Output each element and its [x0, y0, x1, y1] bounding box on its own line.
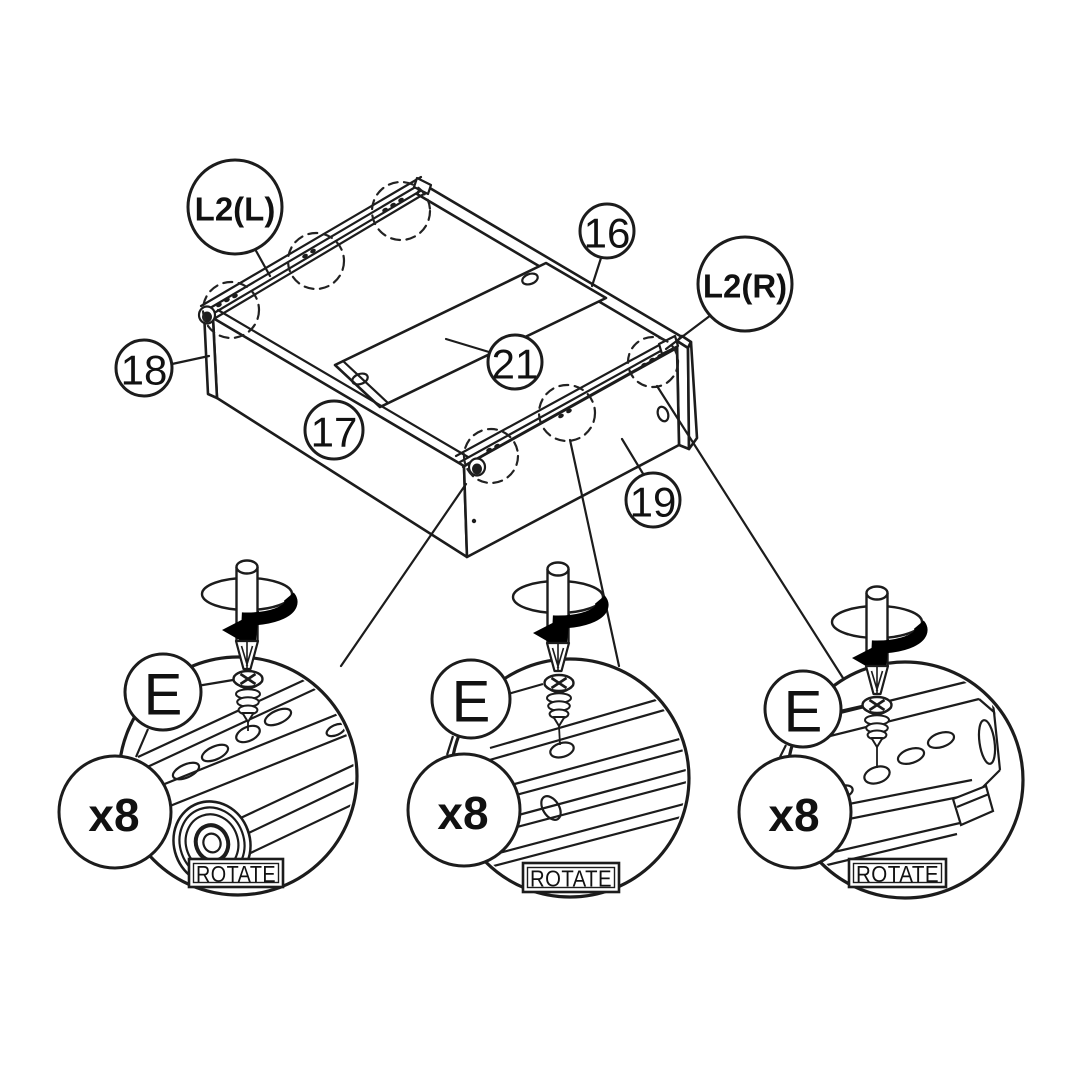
leader-line	[779, 744, 787, 758]
quantity-badge: x8	[737, 754, 853, 870]
leader-line	[590, 256, 603, 288]
leader-line	[620, 437, 647, 479]
quantity-label: x8	[88, 789, 139, 841]
leader-line	[196, 678, 234, 688]
screw-position-marker	[370, 180, 432, 242]
rail-slot	[540, 795, 562, 821]
detail-view-3: ROTATE E x8	[737, 585, 1025, 900]
rail-end-bracket	[657, 334, 680, 356]
screw-position-marker	[537, 383, 597, 443]
rail-slot	[263, 707, 293, 727]
bottom-panel-hole	[521, 272, 539, 286]
screwdriver-icon	[511, 561, 609, 746]
rotate-label: ROTATE	[530, 866, 612, 892]
side-panel-hole	[656, 405, 670, 423]
rotation-arrow-head	[222, 611, 259, 649]
callout-19-label: 19	[630, 479, 677, 526]
quantity-badge: x8	[57, 754, 173, 870]
screw-icon	[232, 669, 264, 731]
rotate-label-box: ROTATE	[521, 861, 621, 894]
leader-line	[445, 735, 455, 756]
right-slide-rail	[454, 334, 680, 477]
screw-hole	[863, 765, 891, 785]
detail-view-1: ROTATE E x8	[57, 559, 359, 897]
screw-label: E	[784, 680, 823, 745]
callout-17: 17	[303, 399, 365, 461]
part-callouts: L2(L) L2(R) 16 18 17 21 19	[114, 158, 794, 529]
screw-hole	[235, 724, 261, 744]
rail-slot	[926, 731, 956, 749]
callout-l2-left: L2(L)	[186, 158, 284, 256]
quantity-label: x8	[437, 787, 488, 839]
rail-screw-marks	[216, 197, 404, 308]
leader-line	[134, 728, 150, 758]
rail-slot	[977, 719, 997, 765]
detail-leader-line	[655, 384, 845, 680]
left-slide-rail	[197, 175, 433, 325]
screw-label: E	[452, 670, 491, 735]
callout-16: 16	[578, 202, 636, 260]
callout-18: 18	[114, 338, 174, 398]
screw-callout-e: E	[123, 652, 203, 732]
callout-17-label: 17	[311, 409, 358, 456]
rail-screw-marks	[486, 353, 663, 453]
screw-position-marker	[201, 280, 261, 340]
screw-position-marker	[626, 335, 680, 389]
screw-icon	[861, 695, 893, 768]
screw-icon	[543, 673, 575, 746]
screwdriver-icon	[830, 585, 928, 768]
leader-line	[170, 354, 211, 366]
detail-view-2: ROTATE E x8	[406, 561, 691, 899]
callout-21: 21	[486, 333, 544, 391]
screw-label: E	[144, 663, 183, 728]
front-panel-inner-edge	[216, 308, 470, 459]
screwdriver-icon	[200, 559, 298, 731]
rail-end-bracket	[412, 176, 433, 196]
screw-position-marker	[462, 427, 520, 485]
screw-callout-e: E	[430, 658, 512, 740]
leader-line	[839, 704, 863, 713]
bottom-panel	[333, 261, 608, 409]
leader-line	[507, 682, 544, 696]
leader-lines	[170, 247, 845, 680]
callout-l2-right: L2(R)	[696, 235, 794, 333]
quantity-label: x8	[768, 789, 819, 841]
leader-line	[664, 313, 713, 351]
callout-l2-right-label: L2(R)	[703, 268, 787, 305]
detail-leader-line	[339, 482, 468, 668]
bottom-panel-hole	[351, 372, 369, 386]
callout-l2-left-label: L2(L)	[195, 191, 276, 228]
screw-position-marker	[286, 231, 346, 291]
callout-18-label: 18	[121, 347, 168, 394]
callout-16-label: 16	[584, 210, 631, 257]
rotate-label: ROTATE	[856, 861, 939, 887]
rail-closeup	[805, 678, 1002, 868]
rotate-label-box: ROTATE	[847, 857, 948, 889]
rail-slot	[171, 761, 201, 781]
leader-line	[444, 337, 491, 354]
callout-21-label: 21	[492, 341, 539, 388]
rail-slot	[200, 743, 230, 763]
rotate-label: ROTATE	[196, 861, 276, 887]
quantity-badge: x8	[406, 752, 522, 868]
rail-slot	[896, 747, 926, 765]
detail-leader-line	[568, 438, 621, 668]
rotate-label-box: ROTATE	[187, 857, 285, 889]
callout-19: 19	[624, 471, 682, 529]
leader-line	[253, 247, 272, 278]
screw-position-markers	[201, 180, 680, 485]
screw-callout-e: E	[763, 669, 843, 749]
